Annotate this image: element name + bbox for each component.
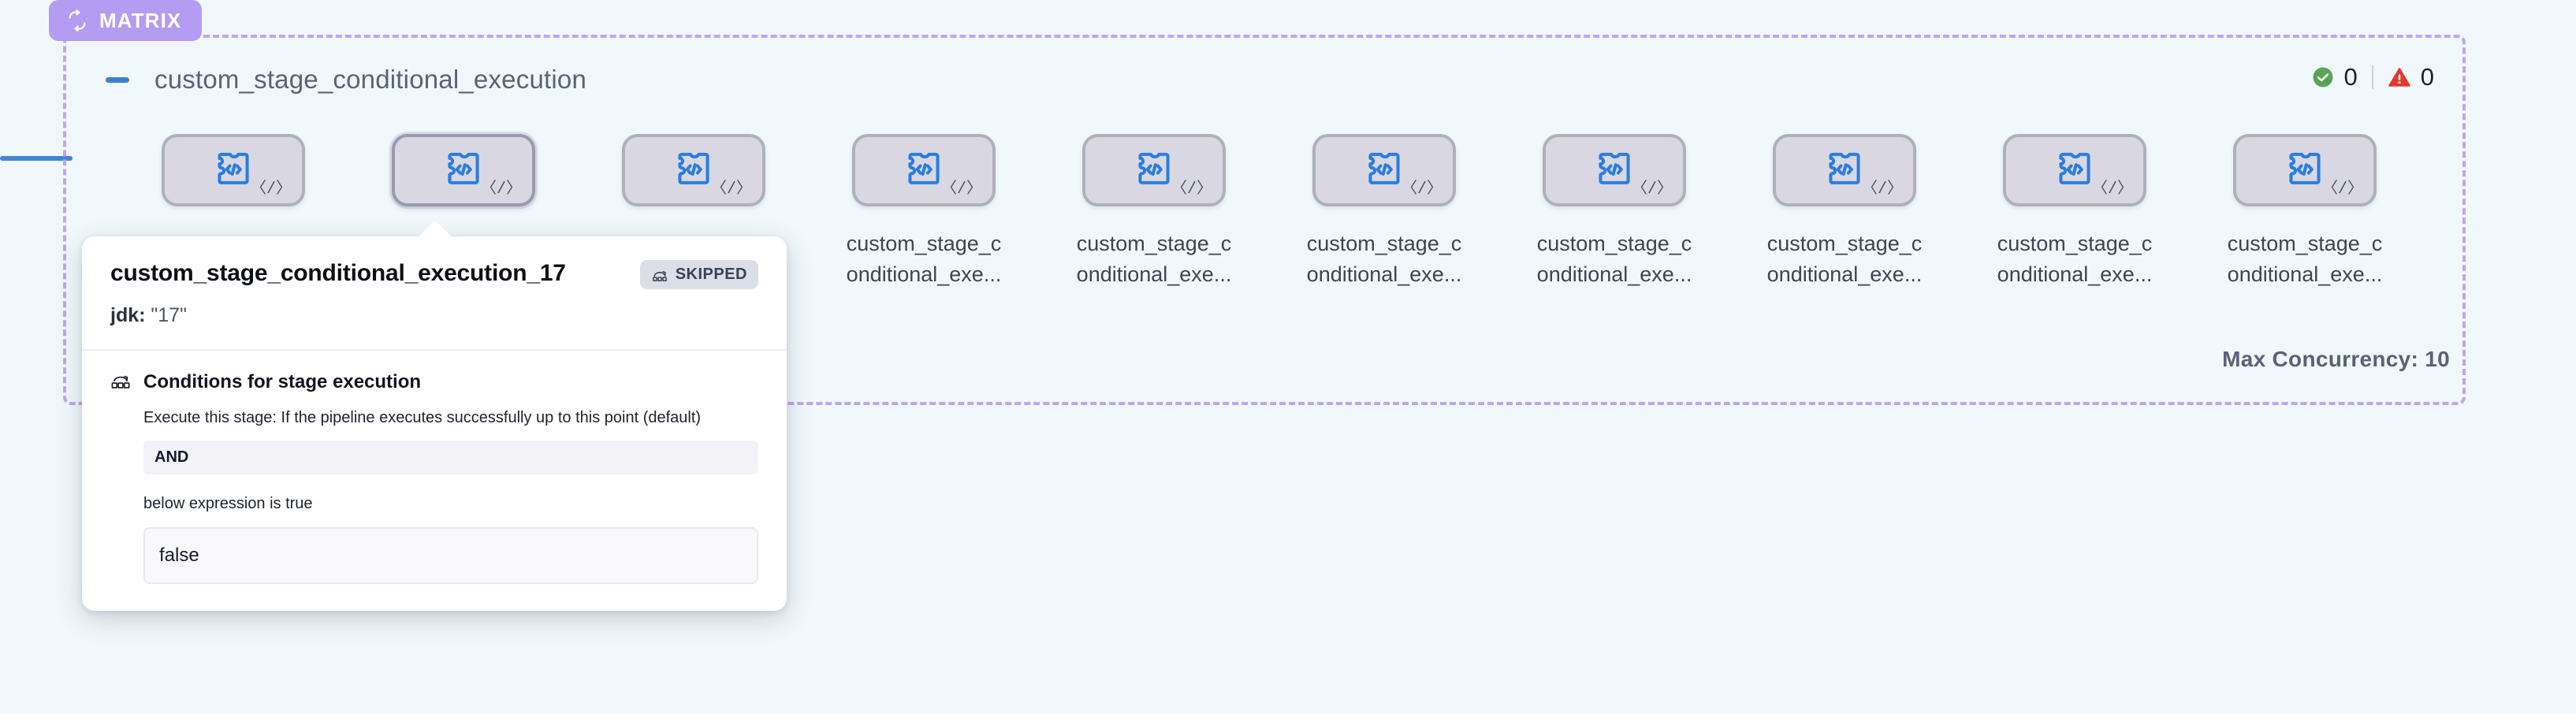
node-box[interactable]: 〈/〉 [2003, 134, 2146, 206]
matrix-badge[interactable]: MATRIX [49, 0, 203, 41]
skip-arc-icon [651, 268, 668, 282]
status-badge-label: SKIPPED [675, 266, 747, 283]
custom-stage-code-icon [212, 148, 255, 192]
node-box[interactable]: 〈/〉 [1082, 134, 1226, 206]
custom-stage-code-icon [1133, 148, 1175, 192]
code-tag-icon: 〈/〉 [940, 180, 982, 199]
matrix-node-6[interactable]: 〈/〉 [1269, 134, 1499, 221]
matrix-node-3[interactable]: 〈/〉 [579, 134, 809, 221]
node-label: custom_stage_conditional_exe... [2227, 232, 2383, 287]
node-box[interactable]: 〈/〉 [1773, 134, 1916, 206]
code-tag-icon: 〈/〉 [480, 180, 522, 199]
custom-stage-code-icon [672, 148, 715, 192]
node-label-slot: custom_stage_conditional_exe... [2190, 229, 2420, 290]
condition-operator: AND [143, 441, 758, 474]
matrix-node-9[interactable]: 〈/〉 [1960, 134, 2190, 221]
custom-stage-code-icon [903, 148, 945, 192]
matrix-badge-label: MATRIX [99, 9, 182, 32]
code-tag-icon: 〈/〉 [2091, 180, 2133, 199]
matrix-node-2[interactable]: 〈/〉 [348, 134, 579, 221]
success-counter[interactable]: 0 [2297, 65, 2372, 89]
popover-title: custom_stage_conditional_execution_17 [110, 260, 566, 286]
counter-divider [2371, 65, 2373, 89]
loop-refresh-icon [66, 9, 88, 32]
node-box[interactable]: 〈/〉 [2233, 134, 2377, 206]
node-label: custom_stage_conditional_exe... [1536, 232, 1692, 287]
custom-stage-code-icon [1823, 148, 1866, 192]
status-counters: 0 0 [2297, 65, 2449, 89]
code-tag-icon: 〈/〉 [1631, 180, 1673, 199]
popover-body: Conditions for stage execution Execute t… [82, 351, 787, 611]
matrix-group-container [63, 35, 2466, 405]
matrix-node-8[interactable]: 〈/〉 [1729, 134, 1960, 221]
custom-stage-code-icon [1363, 148, 1405, 192]
code-tag-icon: 〈/〉 [710, 180, 752, 199]
code-tag-icon: 〈/〉 [1171, 180, 1212, 199]
code-tag-icon: 〈/〉 [2321, 180, 2363, 199]
matrix-parameter-value: "17" [151, 304, 187, 326]
custom-stage-code-icon [1593, 148, 1636, 192]
conditional-execution-icon [110, 373, 131, 392]
page-title: custom_stage_conditional_execution [154, 65, 586, 94]
node-box[interactable]: 〈/〉 [392, 134, 535, 206]
popover-header: custom_stage_conditional_execution_17 SK… [82, 236, 787, 351]
matrix-node-row: 〈/〉 〈/〉 〈/〉 〈/〉 〈/〉 〈/〉 〈/〉 〈/〉 〈/〉 〈/〉 [118, 134, 2420, 221]
node-label-slot: custom_stage_conditional_exe... [1269, 229, 1499, 290]
success-count: 0 [2343, 63, 2358, 91]
code-tag-icon: 〈/〉 [1401, 180, 1442, 199]
node-label: custom_stage_conditional_exe... [846, 232, 1002, 287]
conditions-description: Execute this stage: If the pipeline exec… [143, 409, 702, 426]
node-box[interactable]: 〈/〉 [1312, 134, 1456, 206]
node-box[interactable]: 〈/〉 [162, 134, 305, 206]
node-box[interactable]: 〈/〉 [1543, 134, 1686, 206]
warning-counter[interactable]: 0 [2373, 65, 2448, 89]
minus-collapse-icon[interactable] [104, 66, 131, 93]
matrix-parameter: jdk: "17" [110, 303, 758, 327]
custom-stage-code-icon [2053, 148, 2096, 192]
check-circle-icon [2311, 65, 2335, 89]
node-label: custom_stage_conditional_exe... [1997, 232, 2153, 287]
conditions-header: Conditions for stage execution [110, 371, 758, 393]
node-label-slot: custom_stage_conditional_exe... [1729, 229, 1960, 290]
matrix-node-10[interactable]: 〈/〉 [2190, 134, 2420, 221]
matrix-node-5[interactable]: 〈/〉 [1039, 134, 1269, 221]
node-label-slot: custom_stage_conditional_exe... [1499, 229, 1729, 290]
node-label: custom_stage_conditional_exe... [1076, 232, 1232, 287]
matrix-parameter-key: jdk: [110, 304, 146, 326]
expression-value: false [143, 527, 758, 584]
popover-arrow [418, 221, 452, 237]
stage-header: custom_stage_conditional_execution [104, 65, 586, 95]
incoming-edge-connector [0, 156, 73, 161]
status-badge: SKIPPED [639, 260, 758, 289]
matrix-node-label-row: custom_stage_conditional_exe... custom_st… [118, 229, 2420, 290]
stage-detail-popover: custom_stage_conditional_execution_17 SK… [82, 221, 787, 611]
node-label-slot: custom_stage_conditional_exe... [809, 229, 1039, 290]
warning-count: 0 [2420, 63, 2434, 91]
expression-label: below expression is true [143, 495, 313, 512]
matrix-node-7[interactable]: 〈/〉 [1499, 134, 1729, 221]
code-tag-icon: 〈/〉 [1861, 180, 1903, 199]
custom-stage-code-icon [2284, 148, 2326, 192]
matrix-node-1[interactable]: 〈/〉 [118, 134, 348, 221]
node-box[interactable]: 〈/〉 [622, 134, 765, 206]
node-box[interactable]: 〈/〉 [852, 134, 996, 206]
node-label: custom_stage_conditional_exe... [1766, 232, 1923, 287]
max-concurrency-label: Max Concurrency: 10 [2222, 347, 2450, 371]
warning-triangle-icon [2388, 65, 2411, 89]
node-label: custom_stage_conditional_exe... [1306, 232, 1462, 287]
matrix-node-4[interactable]: 〈/〉 [809, 134, 1039, 221]
conditions-title: Conditions for stage execution [143, 371, 422, 392]
code-tag-icon: 〈/〉 [250, 180, 292, 199]
node-label-slot: custom_stage_conditional_exe... [1039, 229, 1269, 290]
node-label-slot: custom_stage_conditional_exe... [1960, 229, 2190, 290]
custom-stage-code-icon [442, 148, 485, 192]
